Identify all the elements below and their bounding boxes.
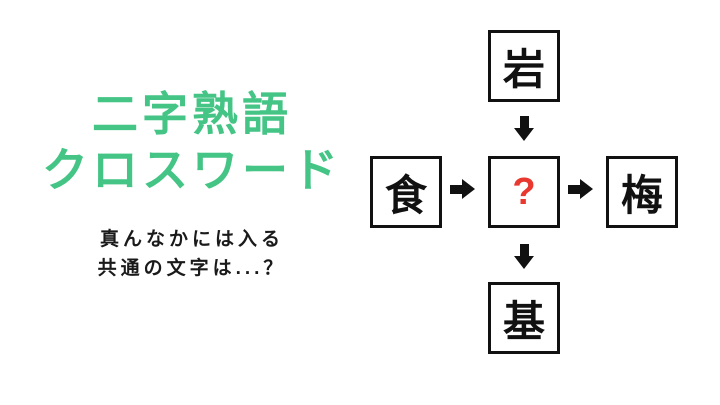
arrow-down-top-to-center-icon — [514, 116, 534, 141]
kanji-box-bottom: 基 — [488, 282, 560, 354]
question-prompt-line-2: 共通の文字は...？ — [97, 257, 287, 279]
arrow-right-left-to-center-icon — [450, 179, 475, 199]
arrow-down-center-to-bottom-icon — [514, 244, 534, 269]
page-title-line-2: クロスワード — [42, 144, 342, 197]
page-title-line-1: 二字熟語 — [92, 88, 292, 140]
kanji-right: 梅 — [620, 171, 663, 219]
question-prompt-line-1: 真んなかには入る — [99, 229, 284, 251]
kanji-box-center: ? — [488, 156, 560, 228]
question-mark: ? — [512, 170, 536, 213]
kanji-box-right: 梅 — [606, 156, 678, 228]
kanji-bottom: 基 — [502, 297, 545, 345]
intro-text-block: 二字熟語 クロスワード 真んなかには入る 共通の文字は...？ — [18, 86, 366, 283]
kanji-box-top: 岩 — [488, 30, 560, 102]
crossword-puzzle: 岩 食 ? 梅 基 — [370, 30, 678, 354]
kanji-box-left: 食 — [370, 156, 442, 228]
kanji-left: 食 — [384, 171, 427, 219]
question-prompt: 真んなかには入る 共通の文字は...？ — [18, 226, 366, 283]
kanji-top: 岩 — [502, 45, 545, 93]
arrow-right-center-to-right-icon — [568, 179, 593, 199]
